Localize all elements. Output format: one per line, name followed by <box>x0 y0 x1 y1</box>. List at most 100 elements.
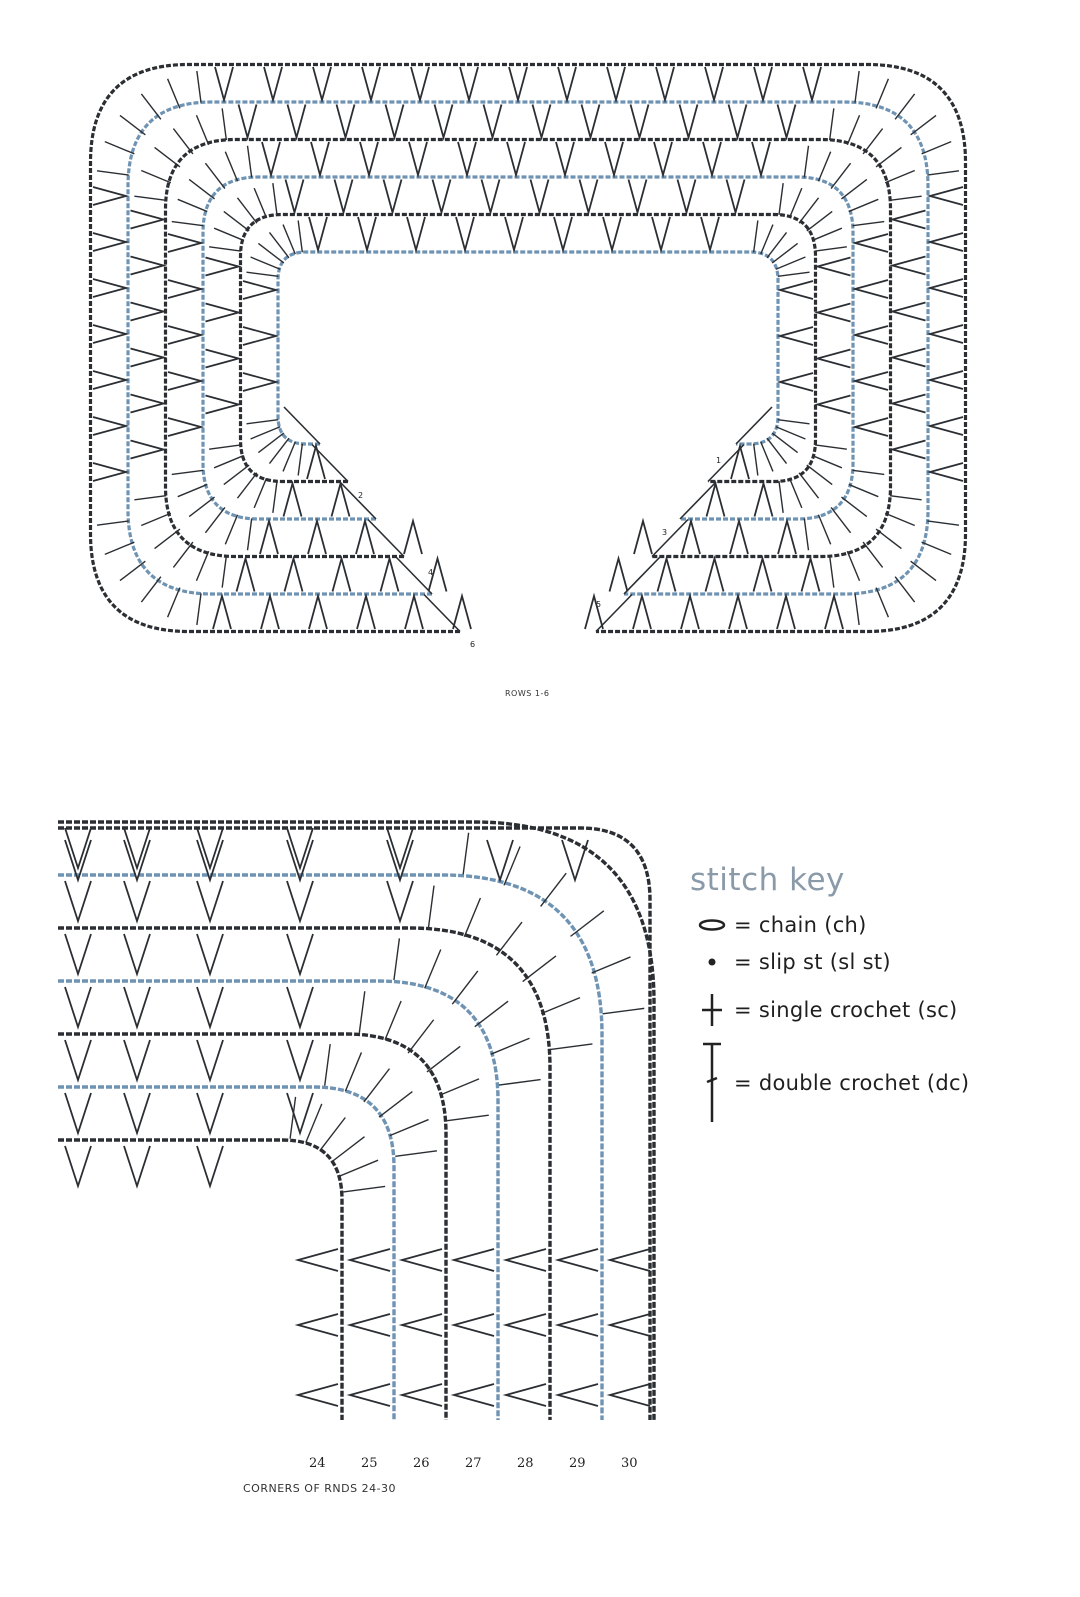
row-3-right-stitch <box>814 394 851 415</box>
round-27-top-stitch <box>64 986 92 1030</box>
row-5-top-stitch <box>433 104 454 141</box>
round-25-top-stitch <box>286 1092 314 1136</box>
row-6-corner-stitch <box>910 114 937 136</box>
row-4-corner-stitch <box>830 507 852 534</box>
round-30-edge-stitch <box>486 839 514 883</box>
row-5-top-stitch <box>482 104 503 141</box>
row-3-corner-stitch <box>806 464 833 486</box>
row-2-corner-stitch <box>297 220 304 253</box>
row-2-corner-stitch <box>250 256 281 270</box>
row-2-corner-stitch <box>246 271 279 278</box>
round-27-chain <box>58 979 500 1420</box>
round-30-top-stitch <box>196 827 224 871</box>
row-4-bottom-stitch <box>307 517 327 555</box>
row-3-left-end <box>339 481 377 520</box>
row-5-corner-stitch <box>828 108 835 141</box>
row-5-corner-stitch <box>172 541 194 568</box>
row-2-corner-stitch <box>766 231 788 259</box>
round-27-corner-stitch <box>439 1078 480 1096</box>
round-26-chain <box>58 1032 448 1420</box>
round-29-chain <box>58 873 604 1420</box>
round-29-top-stitch <box>196 880 224 924</box>
round-25-corner-stitch <box>305 1103 323 1143</box>
round-30-corner-stitch <box>591 956 631 974</box>
round-25-top-stitch <box>64 1092 92 1136</box>
row-6-right-stitch <box>926 416 964 436</box>
row-5-corner-stitch <box>884 169 916 184</box>
round-30-corner-stitch <box>602 1007 645 1015</box>
row-2-corner-stitch <box>777 271 810 278</box>
row-3-top-stitch <box>529 179 550 216</box>
row-2-top-stitch <box>602 216 622 254</box>
row-3-corner-stitch <box>812 227 843 242</box>
row-1-left-end <box>283 406 321 445</box>
row-4-top-stitch <box>457 141 477 179</box>
row-4-right-stitch <box>851 233 889 253</box>
key-item-double-crochet: = double crochet (dc) <box>690 1038 1050 1128</box>
row-2-corner-stitch <box>282 224 296 255</box>
row-3-chain <box>201 175 855 521</box>
row-5-left-end <box>395 556 433 595</box>
row-5-top-stitch <box>286 104 307 141</box>
round-30-outer-chain <box>58 826 652 1420</box>
round-29-top-stitch <box>286 880 314 924</box>
row-5-left-stitch <box>130 393 167 414</box>
row-5-bottom-stitch <box>235 555 256 592</box>
row-2-corner-stitch <box>752 220 759 253</box>
round-24-side-stitch <box>294 1248 339 1272</box>
round-30-edge-stitch <box>64 839 92 883</box>
row-2-corner-stitch <box>771 432 799 454</box>
row-4-top-stitch <box>506 141 526 179</box>
row-5-right-stitch <box>889 255 926 276</box>
row-6-top-stitch <box>361 66 381 104</box>
row-3-left-stitch <box>205 394 242 415</box>
round-26-corner-stitch <box>389 1118 429 1137</box>
row-5-corner-stitch <box>134 195 167 202</box>
row-3-corner-stitch <box>778 183 784 215</box>
row-3-corner-stitch <box>253 187 268 218</box>
row-3-right-stitch <box>814 302 851 323</box>
round-27-side-stitch <box>450 1383 495 1407</box>
round-25-corner-stitch <box>330 1136 365 1163</box>
row-5-bottom-stitch <box>752 555 773 592</box>
round-26-corner-stitch <box>363 1068 391 1103</box>
round-27-top-stitch <box>123 986 151 1030</box>
row-3-top-stitch <box>382 179 403 216</box>
round-25-chain <box>58 1085 396 1420</box>
row-2-corner-stitch <box>257 432 285 454</box>
row-4-top-stitch <box>653 141 673 179</box>
row-4-corner-stitch <box>841 496 868 518</box>
row-5-corner-stitch <box>172 128 194 155</box>
round-24-top-stitch <box>64 1145 92 1189</box>
round-27-corner-stitch <box>407 1019 435 1054</box>
row-5-top-stitch <box>776 104 797 141</box>
row-2-corner-stitch <box>771 242 799 264</box>
round-27-top-stitch <box>196 986 224 1030</box>
round-25-corner-stitch <box>343 1185 386 1193</box>
row-2-bottom-stitch <box>730 442 750 480</box>
row-4-corner-stitch <box>224 151 239 182</box>
row-4-corner-stitch <box>803 518 810 551</box>
row-4-corner-stitch <box>177 198 208 213</box>
round-28-top-stitch <box>64 933 92 977</box>
row-2-corner-stitch <box>250 426 281 440</box>
key-item-single-crochet: = single crochet (sc) <box>690 982 1050 1038</box>
row-5-corner-stitch <box>862 541 884 568</box>
row-3-bottom-stitch <box>753 480 774 517</box>
row-5-corner-stitch <box>828 555 835 588</box>
round-30-edge-stitch <box>561 839 589 883</box>
row-5-corner-stitch <box>846 550 861 582</box>
row-4-right-end <box>651 518 689 558</box>
row-5-corner-stitch <box>154 528 181 550</box>
round-30-chain <box>58 820 656 1420</box>
row-6-bottom-stitch <box>308 592 328 630</box>
row-5-corner-stitch <box>134 494 167 501</box>
row-4-corner-stitch <box>171 220 204 227</box>
row-3-top-stitch <box>284 179 305 216</box>
row-5-corner-stitch <box>195 550 210 582</box>
round-27-side-stitch <box>450 1313 495 1337</box>
row-4-top-stitch <box>702 141 722 179</box>
row-6-right-stitch <box>926 278 964 298</box>
row-4-corner-stitch <box>204 162 226 189</box>
round-29-top-stitch <box>386 880 414 924</box>
